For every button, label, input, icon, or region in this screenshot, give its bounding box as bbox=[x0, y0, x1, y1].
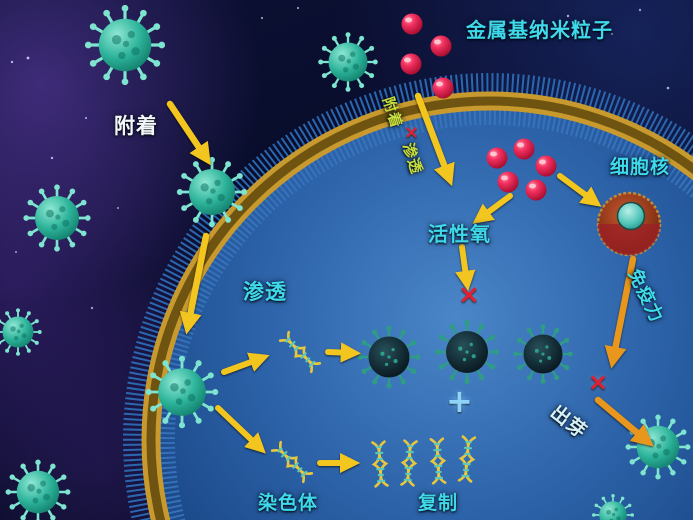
arrow-to-virus-copies bbox=[325, 342, 362, 363]
reactive-oxygen-label: 活性氧 bbox=[428, 222, 491, 246]
arrow-to-dna bbox=[221, 352, 270, 375]
arrow-immunity bbox=[604, 255, 637, 369]
nanoparticle-icon bbox=[401, 13, 423, 35]
virus-icon bbox=[0, 308, 42, 355]
nanoparticle-icon bbox=[400, 53, 422, 75]
attachment-label: 附着 bbox=[114, 114, 158, 138]
arrow-budding bbox=[594, 396, 654, 447]
nucleus-label: 细胞核 bbox=[610, 156, 671, 178]
virus-icon bbox=[318, 32, 378, 92]
virus-icon bbox=[23, 184, 90, 251]
arrow-group bbox=[166, 92, 654, 474]
virus-icon bbox=[6, 460, 71, 520]
virus-icon bbox=[85, 5, 165, 85]
nucleus-icon bbox=[596, 191, 662, 257]
arrow-nanoparticle-entry bbox=[414, 92, 455, 187]
arrow-ros-block bbox=[455, 244, 476, 292]
chromosome-label: 染色体 bbox=[258, 492, 319, 514]
nanoparticle-icon bbox=[497, 171, 519, 193]
nanoparticle-icon bbox=[432, 77, 454, 99]
nanoparticle-icon bbox=[486, 147, 508, 169]
arrow-to-nucleus bbox=[557, 173, 602, 207]
cell-membrane bbox=[123, 73, 693, 520]
cell-body bbox=[152, 102, 693, 520]
nanoparticles-label: 金属基纳米粒子 bbox=[466, 18, 613, 42]
arrow-penetration bbox=[179, 232, 210, 335]
blocked-ros-symbol: × bbox=[458, 280, 481, 310]
arrow-attachment bbox=[166, 100, 211, 166]
arrow-to-chromosome bbox=[215, 405, 266, 454]
blocked-entry-symbol: × bbox=[404, 122, 421, 143]
nanoparticle-icon bbox=[525, 179, 547, 201]
nanoparticle-icon bbox=[430, 35, 452, 57]
penetration-label: 渗透 bbox=[243, 280, 287, 304]
plus-symbol: + bbox=[446, 382, 474, 420]
nanoparticle-icon bbox=[513, 138, 535, 160]
arrow-to-ros bbox=[472, 193, 513, 224]
blocked-budding-symbol: × bbox=[588, 368, 610, 396]
replication-label: 复制 bbox=[418, 492, 459, 514]
nanoparticle-icon bbox=[535, 155, 557, 177]
